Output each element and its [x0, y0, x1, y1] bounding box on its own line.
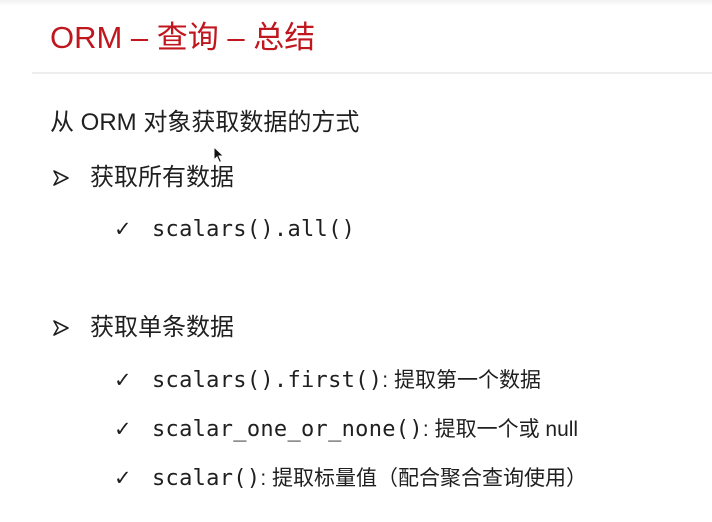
- code-snippet: scalars().all(): [152, 217, 356, 242]
- section-label: 获取单条数据: [90, 314, 234, 341]
- list-item: ✓ scalars().first() : 提取第一个数据: [114, 365, 541, 397]
- arrowhead-bullet-icon: [52, 319, 90, 337]
- code-snippet: scalar(): [152, 466, 261, 491]
- code-snippet: scalar_one_or_none(): [152, 417, 423, 442]
- item-description: : 提取标量值（配合聚合查询使用）: [260, 467, 588, 490]
- checkmark-icon: ✓: [114, 369, 132, 392]
- intro-text: 从 ORM 对象获取数据的方式: [50, 109, 360, 136]
- slide-title: ORM – 查询 – 总结: [50, 20, 316, 55]
- list-item: ✓ scalars().all(): [114, 214, 355, 246]
- section-label: 获取所有数据: [90, 164, 234, 191]
- checkmark-icon: ✓: [114, 418, 132, 441]
- section-get-single: 获取单条数据: [52, 311, 234, 345]
- checkmark-icon: ✓: [114, 467, 132, 490]
- checkmark-icon: ✓: [114, 218, 132, 241]
- item-description: : 提取第一个数据: [382, 369, 541, 392]
- list-item: ✓ scalar() : 提取标量值（配合聚合查询使用）: [114, 463, 587, 495]
- list-item: ✓ scalar_one_or_none() : 提取一个或 null: [114, 414, 578, 446]
- code-snippet: scalars().first(): [152, 368, 383, 393]
- section-get-all: 获取所有数据: [52, 161, 234, 195]
- item-description: : 提取一个或 null: [422, 418, 579, 441]
- title-divider: [32, 72, 712, 74]
- window-top-shade: [0, 0, 712, 6]
- arrowhead-bullet-icon: [52, 169, 90, 187]
- mouse-cursor-icon: [213, 145, 225, 169]
